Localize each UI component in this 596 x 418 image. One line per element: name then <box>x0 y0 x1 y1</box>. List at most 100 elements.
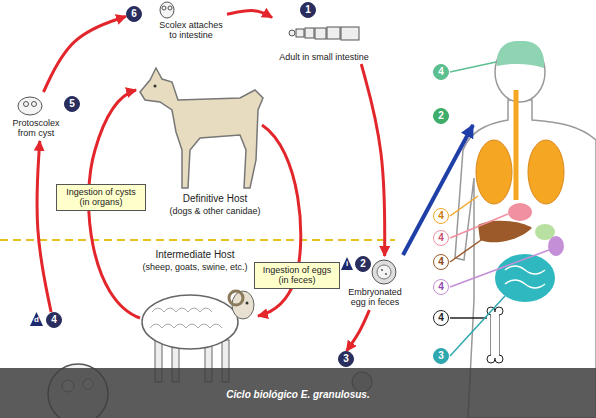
leader-line <box>450 317 487 319</box>
scolex-picture <box>160 2 174 18</box>
stage-number: 3 <box>338 351 354 367</box>
stage-triangle <box>30 312 43 326</box>
host-label: Definitive Host <box>160 193 270 205</box>
host-divider <box>0 239 395 241</box>
stage-letter: d <box>30 315 43 325</box>
organ-marker: 4 <box>433 279 450 297</box>
life-cycle-arrow <box>37 141 51 312</box>
protoscolex-picture <box>24 102 29 107</box>
stage-number: 4 <box>46 312 62 328</box>
human-figure <box>491 312 499 358</box>
organ-marker: 2 <box>433 108 450 126</box>
sheep-figure <box>246 302 249 305</box>
egg-picture <box>385 273 387 275</box>
adult-worm-picture <box>327 27 340 39</box>
human-figure <box>455 41 596 418</box>
protoscolex-picture <box>32 102 37 107</box>
organ-marker: 4 <box>433 254 450 272</box>
adult-worm-picture <box>296 29 304 37</box>
human-figure <box>528 140 564 204</box>
transmission-box: Ingestion of cysts (in organs) <box>56 184 146 211</box>
stage-triangle <box>341 257 353 270</box>
egg-picture <box>381 269 383 271</box>
stage-marker: 3 <box>338 351 355 369</box>
human-figure <box>476 140 512 204</box>
leader-line <box>450 62 549 356</box>
sheep-figure <box>142 295 238 349</box>
life-cycle-arrow <box>227 11 272 18</box>
stage-marker: 5Protoscolex from cyst <box>6 92 81 141</box>
stage-marker: 4 <box>46 312 63 330</box>
stage-number: 4 <box>433 254 449 270</box>
stage-number: 6 <box>126 6 142 22</box>
stage-marker: 1Adult in small intestine <box>272 2 377 64</box>
adult-worm-picture <box>341 27 359 40</box>
human-figure <box>548 236 564 256</box>
stage-label: Protoscolex from cyst <box>6 118 66 139</box>
stage-number: 1 <box>300 2 316 18</box>
host-label: Intermediate Host <box>130 249 260 261</box>
scolex-picture <box>168 6 172 10</box>
adult-worm-picture <box>289 30 295 36</box>
life-cycle-arrow <box>361 64 384 256</box>
protoscolex-picture <box>18 97 42 115</box>
leader-line <box>450 296 505 356</box>
scolex-picture <box>162 6 166 10</box>
caption-band <box>0 368 596 418</box>
host-note: (dogs & other canidae) <box>150 206 280 216</box>
human-figure <box>514 90 519 200</box>
leader-line <box>450 62 496 72</box>
dog-figure <box>140 68 263 188</box>
leader-line <box>450 214 508 238</box>
egg-picture <box>372 260 396 284</box>
stage-number: 5 <box>64 96 80 112</box>
scolex-picture <box>160 2 174 18</box>
stage-label: Scolex attaches to intestine <box>156 20 226 41</box>
human-figure <box>497 41 544 68</box>
leader-line <box>450 238 484 262</box>
stage-marker: 2Embryonated egg in feces <box>345 256 406 310</box>
stage-number: 2 <box>433 108 449 124</box>
leader-line <box>450 196 478 216</box>
stage-letter: i <box>341 259 353 269</box>
adult-worm-picture <box>315 28 326 39</box>
leader-line <box>450 250 549 287</box>
stage-number: 2 <box>355 256 371 272</box>
adult-worm-picture <box>289 27 359 40</box>
stage-label: Adult in small intestine <box>272 52 376 62</box>
stage-marker: 6Scolex attaches to intestine <box>126 2 227 43</box>
stage-number: 4 <box>433 64 449 80</box>
stage-label: Ingestion of cysts (in organs) <box>61 187 141 208</box>
dog-figure <box>140 68 263 188</box>
host-note: (sheep, goats, swine, etc.) <box>120 262 270 272</box>
stage-label: Ingestion of eggs (in feces) <box>259 265 335 286</box>
human-figure <box>478 221 532 243</box>
organ-marker: 4 <box>433 230 450 248</box>
stage-number: 4 <box>433 279 449 295</box>
stage-number: 4 <box>433 310 449 326</box>
figure-caption: Ciclo biológico E. granulosus. <box>0 389 596 400</box>
stage-number: 4 <box>433 230 449 246</box>
sheep-figure <box>229 291 243 305</box>
egg-picture <box>372 260 396 284</box>
stage-triangle <box>30 257 353 326</box>
stage-label: Embryonated egg in feces <box>345 287 405 308</box>
human-figure <box>505 266 545 288</box>
life-cycle-arrow <box>347 310 370 351</box>
stage-number: 4 <box>433 208 449 224</box>
human-figure <box>491 312 499 358</box>
human-figure <box>508 203 532 221</box>
sheep-figure <box>152 308 212 312</box>
human-infection-arrow <box>403 125 473 255</box>
human-figure <box>495 254 555 302</box>
organ-marker: 4 <box>433 310 450 328</box>
organ-marker: 4 <box>433 208 450 226</box>
stage-number: 3 <box>433 348 449 364</box>
dog-figure <box>154 85 157 88</box>
adult-worm-picture <box>305 28 314 38</box>
egg-picture <box>377 265 391 279</box>
organ-marker: 3 <box>433 348 450 366</box>
sheep-figure <box>150 324 222 328</box>
organ-marker: 4 <box>433 64 450 82</box>
